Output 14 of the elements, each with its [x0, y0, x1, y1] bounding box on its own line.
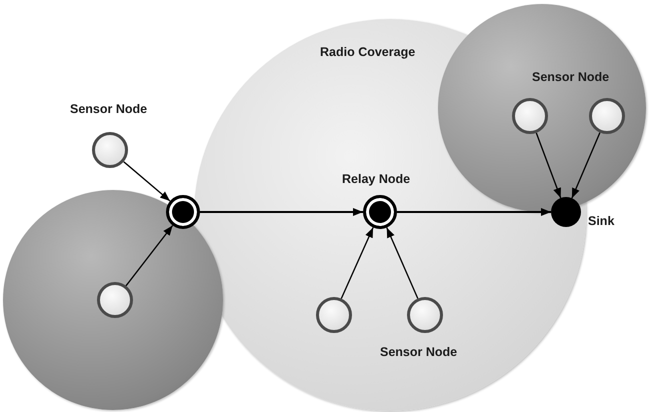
arrow — [123, 161, 170, 202]
arrow — [125, 225, 174, 286]
arrow — [397, 208, 551, 216]
node-label: Sensor Node — [380, 345, 458, 359]
arrow — [386, 227, 418, 299]
arrow — [340, 227, 374, 299]
node-label: Relay Node — [342, 172, 410, 186]
node-label: Sink — [588, 214, 614, 228]
node-label: Sensor Node — [532, 70, 610, 84]
arrow — [571, 132, 600, 198]
arrow — [536, 132, 562, 198]
area-label: Radio Coverage — [320, 45, 416, 59]
node-label: Sensor Node — [70, 102, 148, 116]
arrow — [200, 208, 363, 216]
